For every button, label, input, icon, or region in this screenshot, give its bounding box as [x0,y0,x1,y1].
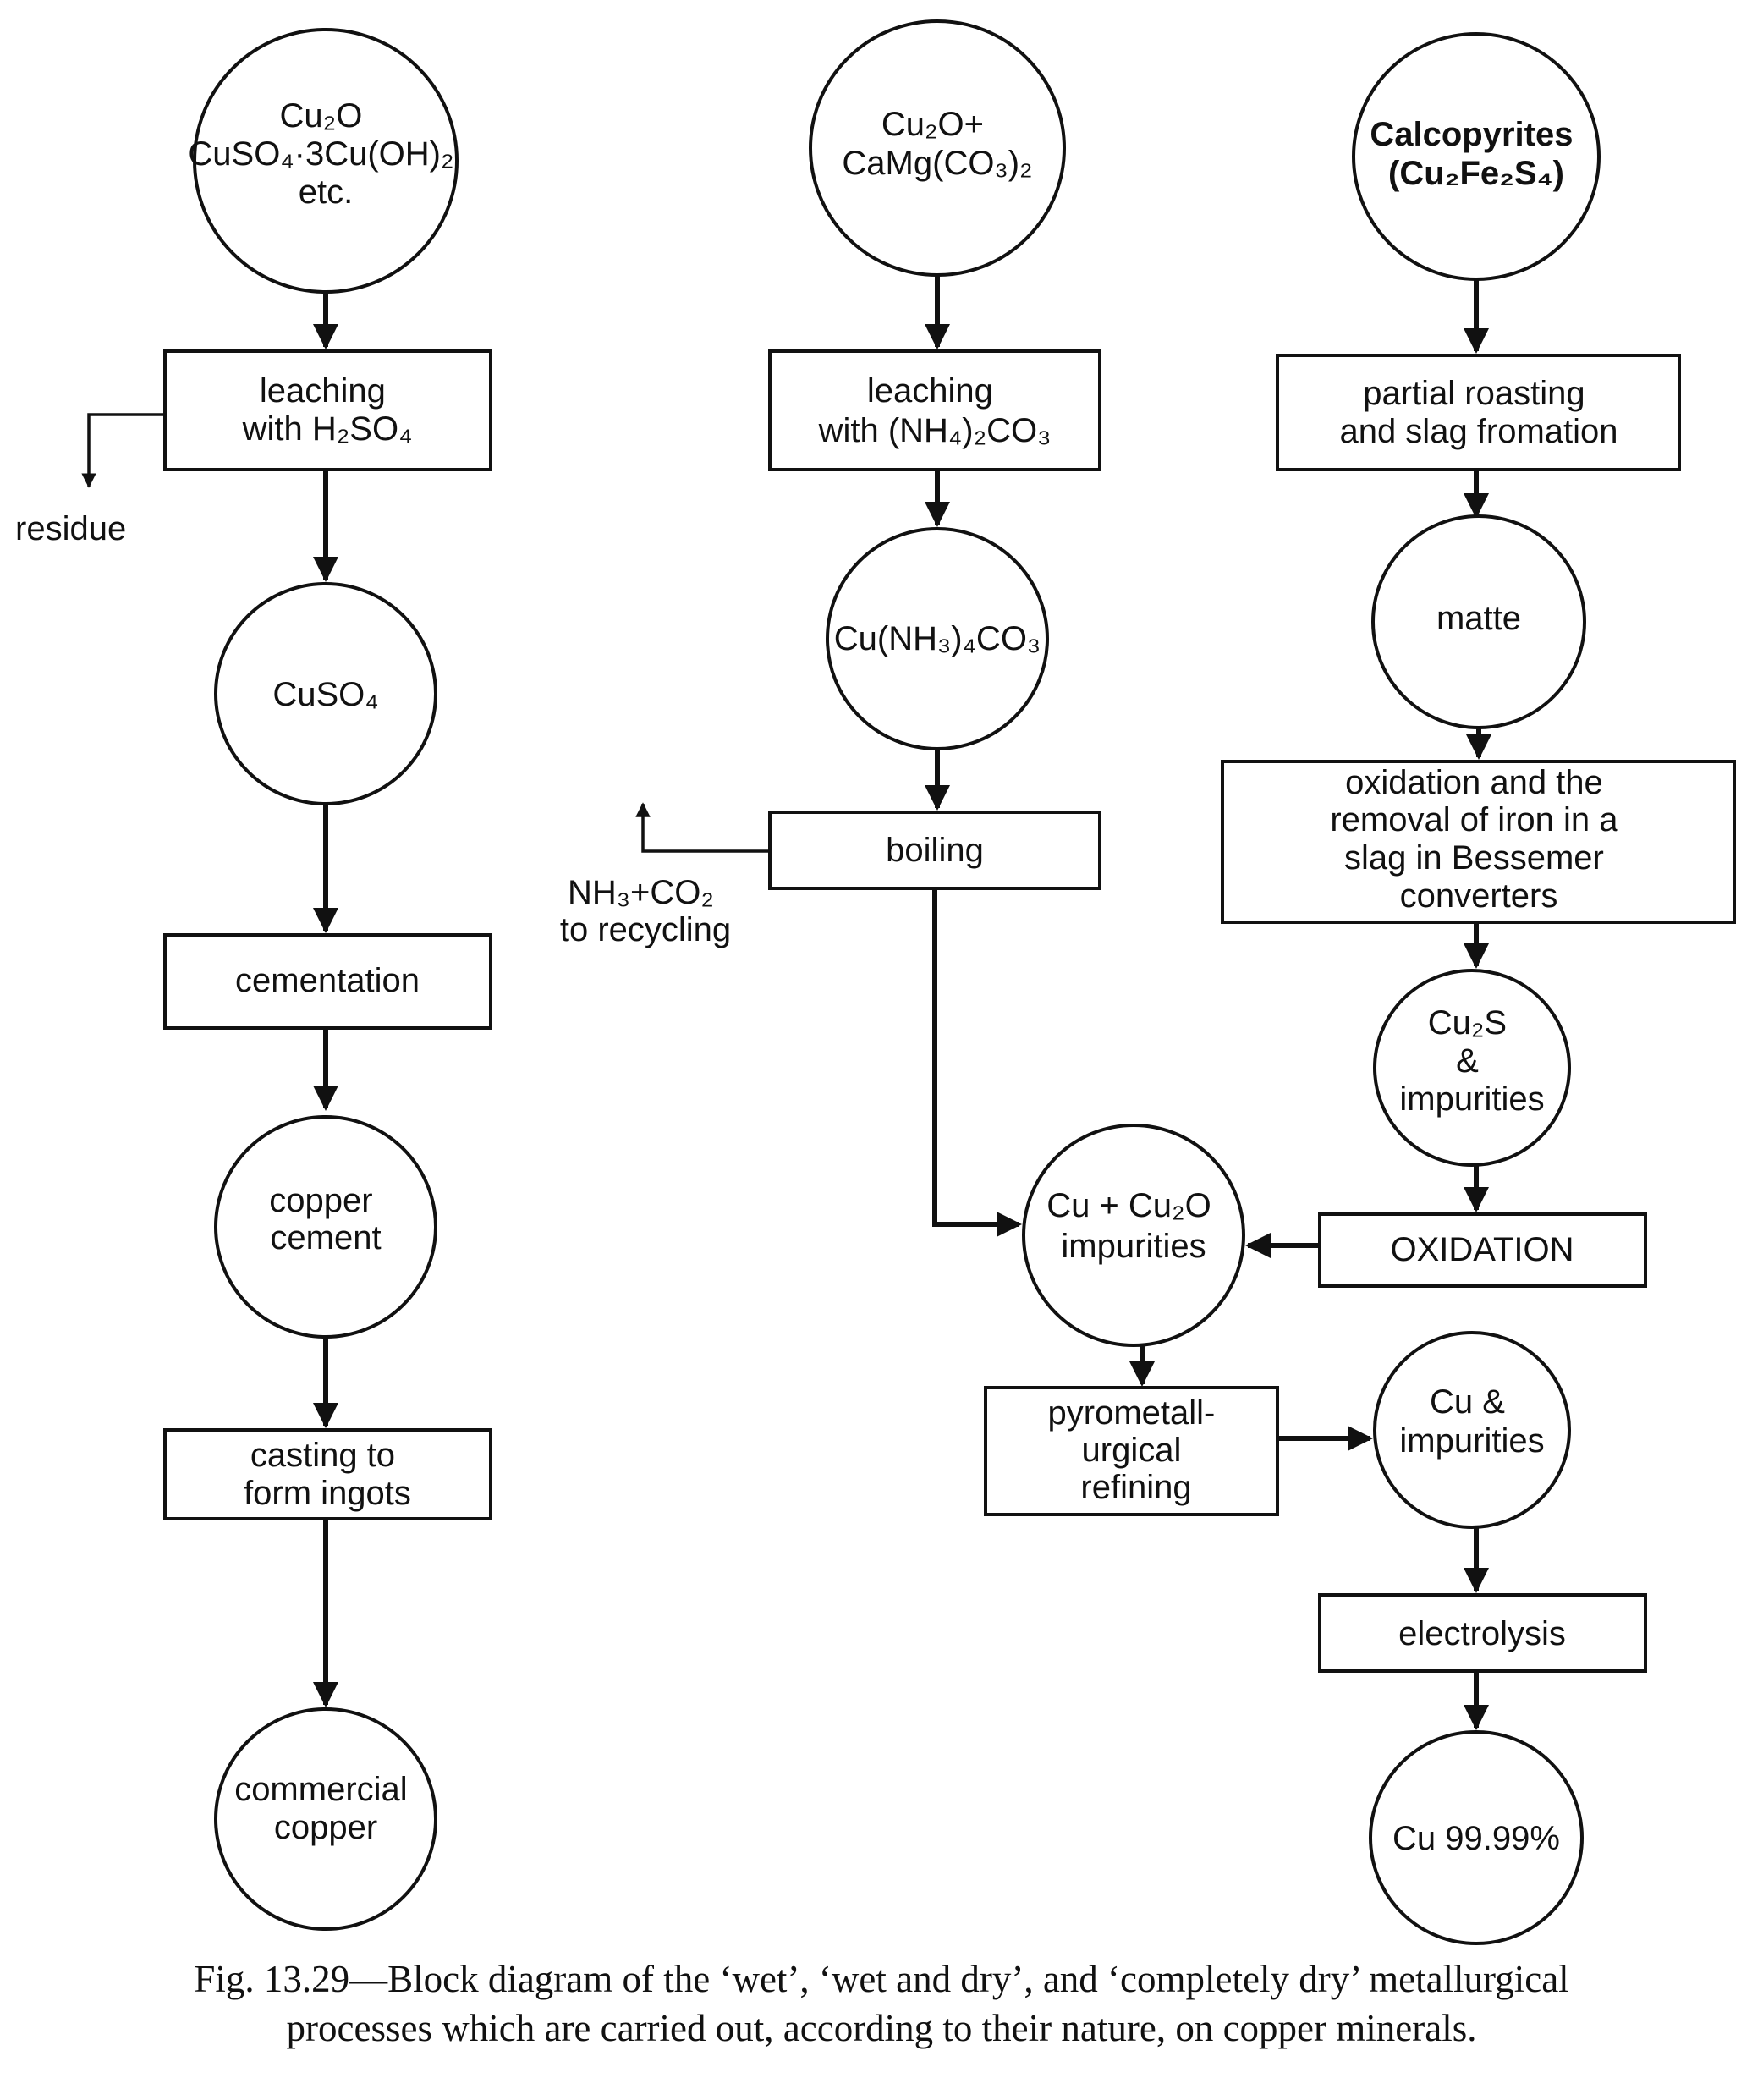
casting-box [163,1428,492,1520]
caption-line-1: Fig. 13.29—Block diagram of the ‘wet’, ‘… [194,1958,1569,2000]
wet-leaching-label: leaching with H₂SO₄ [242,372,413,448]
pyro-label: pyrometall- urgical refining [1048,1394,1225,1506]
casting-label: casting to form ingots [244,1437,411,1512]
cu2s-circle [1373,969,1571,1167]
complex-label: Cu(NH₃)₄CO₃ [834,620,1041,657]
wet-dry-start-label: Cu₂O+ CaMg(CO₃)₂ [842,106,1032,182]
calcopyrites-label: Calcopyrites (Cu₂Fe₂S₄) [1370,116,1582,192]
wet-process-column: Cu₂O CuSO₄·3Cu(OH)₂ etc. leaching with H… [15,28,492,1931]
cementation-label: cementation [235,962,420,999]
bessemer-label: oxidation and the removal of iron in a s… [1330,764,1627,915]
final-cu-label: Cu 99.99% [1392,1820,1560,1857]
roasting-box [1276,354,1681,471]
roasting-label: partial roasting and slag fromation [1339,375,1617,450]
electrolysis-label: electrolysis [1398,1615,1566,1652]
bessemer-box [1221,760,1736,924]
figure-caption: Fig. 13.29—Block diagram of the ‘wet’, ‘… [17,1954,1746,2053]
boiling-box [768,811,1101,890]
wd-leaching-box [768,349,1101,471]
cementation-box [163,933,492,1030]
matte-label: matte [1436,600,1521,637]
wd-leaching-label: leaching with (NH₄)₂CO₃ [818,372,1052,449]
dry-process-column: Calcopyrites (Cu₂Fe₂S₄) partial roasting… [1221,32,1736,1945]
cu-cu2o-circle [1022,1124,1245,1347]
cu-impurities-circle [1373,1331,1571,1529]
copper-cement-label: copper cement [269,1182,382,1256]
oxidation-box [1318,1212,1647,1288]
wet-start-label: Cu₂O CuSO₄·3Cu(OH)₂ etc. [188,97,463,211]
commercial-copper-circle [214,1707,437,1931]
commercial-copper-label: commercial copper [234,1771,417,1846]
wet-leaching-box [163,349,492,471]
electrolysis-box [1318,1593,1647,1673]
final-cu-circle [1369,1730,1584,1945]
oxidation-label: OXIDATION [1390,1231,1574,1268]
residue-label: residue [15,510,126,547]
recycle-arrow [635,802,770,853]
recycle-label: NH₃+CO₂ to recycling [560,874,731,948]
residue-arrow [81,413,165,488]
boiling-to-cu-arrow [932,888,1022,1237]
cu-impurities-label: Cu & impurities [1399,1383,1544,1460]
cu2s-label: Cu₂S & impurities [1399,1004,1544,1118]
wet-dry-process-column: Cu₂O+ CaMg(CO₃)₂ leaching with (NH₄)₂CO₃… [560,19,1373,1516]
cuso4-label: CuSO₄ [272,676,378,713]
pyro-box [984,1386,1279,1516]
cu-cu2o-label: Cu + Cu₂O impurities [1046,1187,1221,1265]
caption-line-2: processes which are carried out, accordi… [286,2007,1477,2049]
boiling-label: boiling [886,832,984,869]
